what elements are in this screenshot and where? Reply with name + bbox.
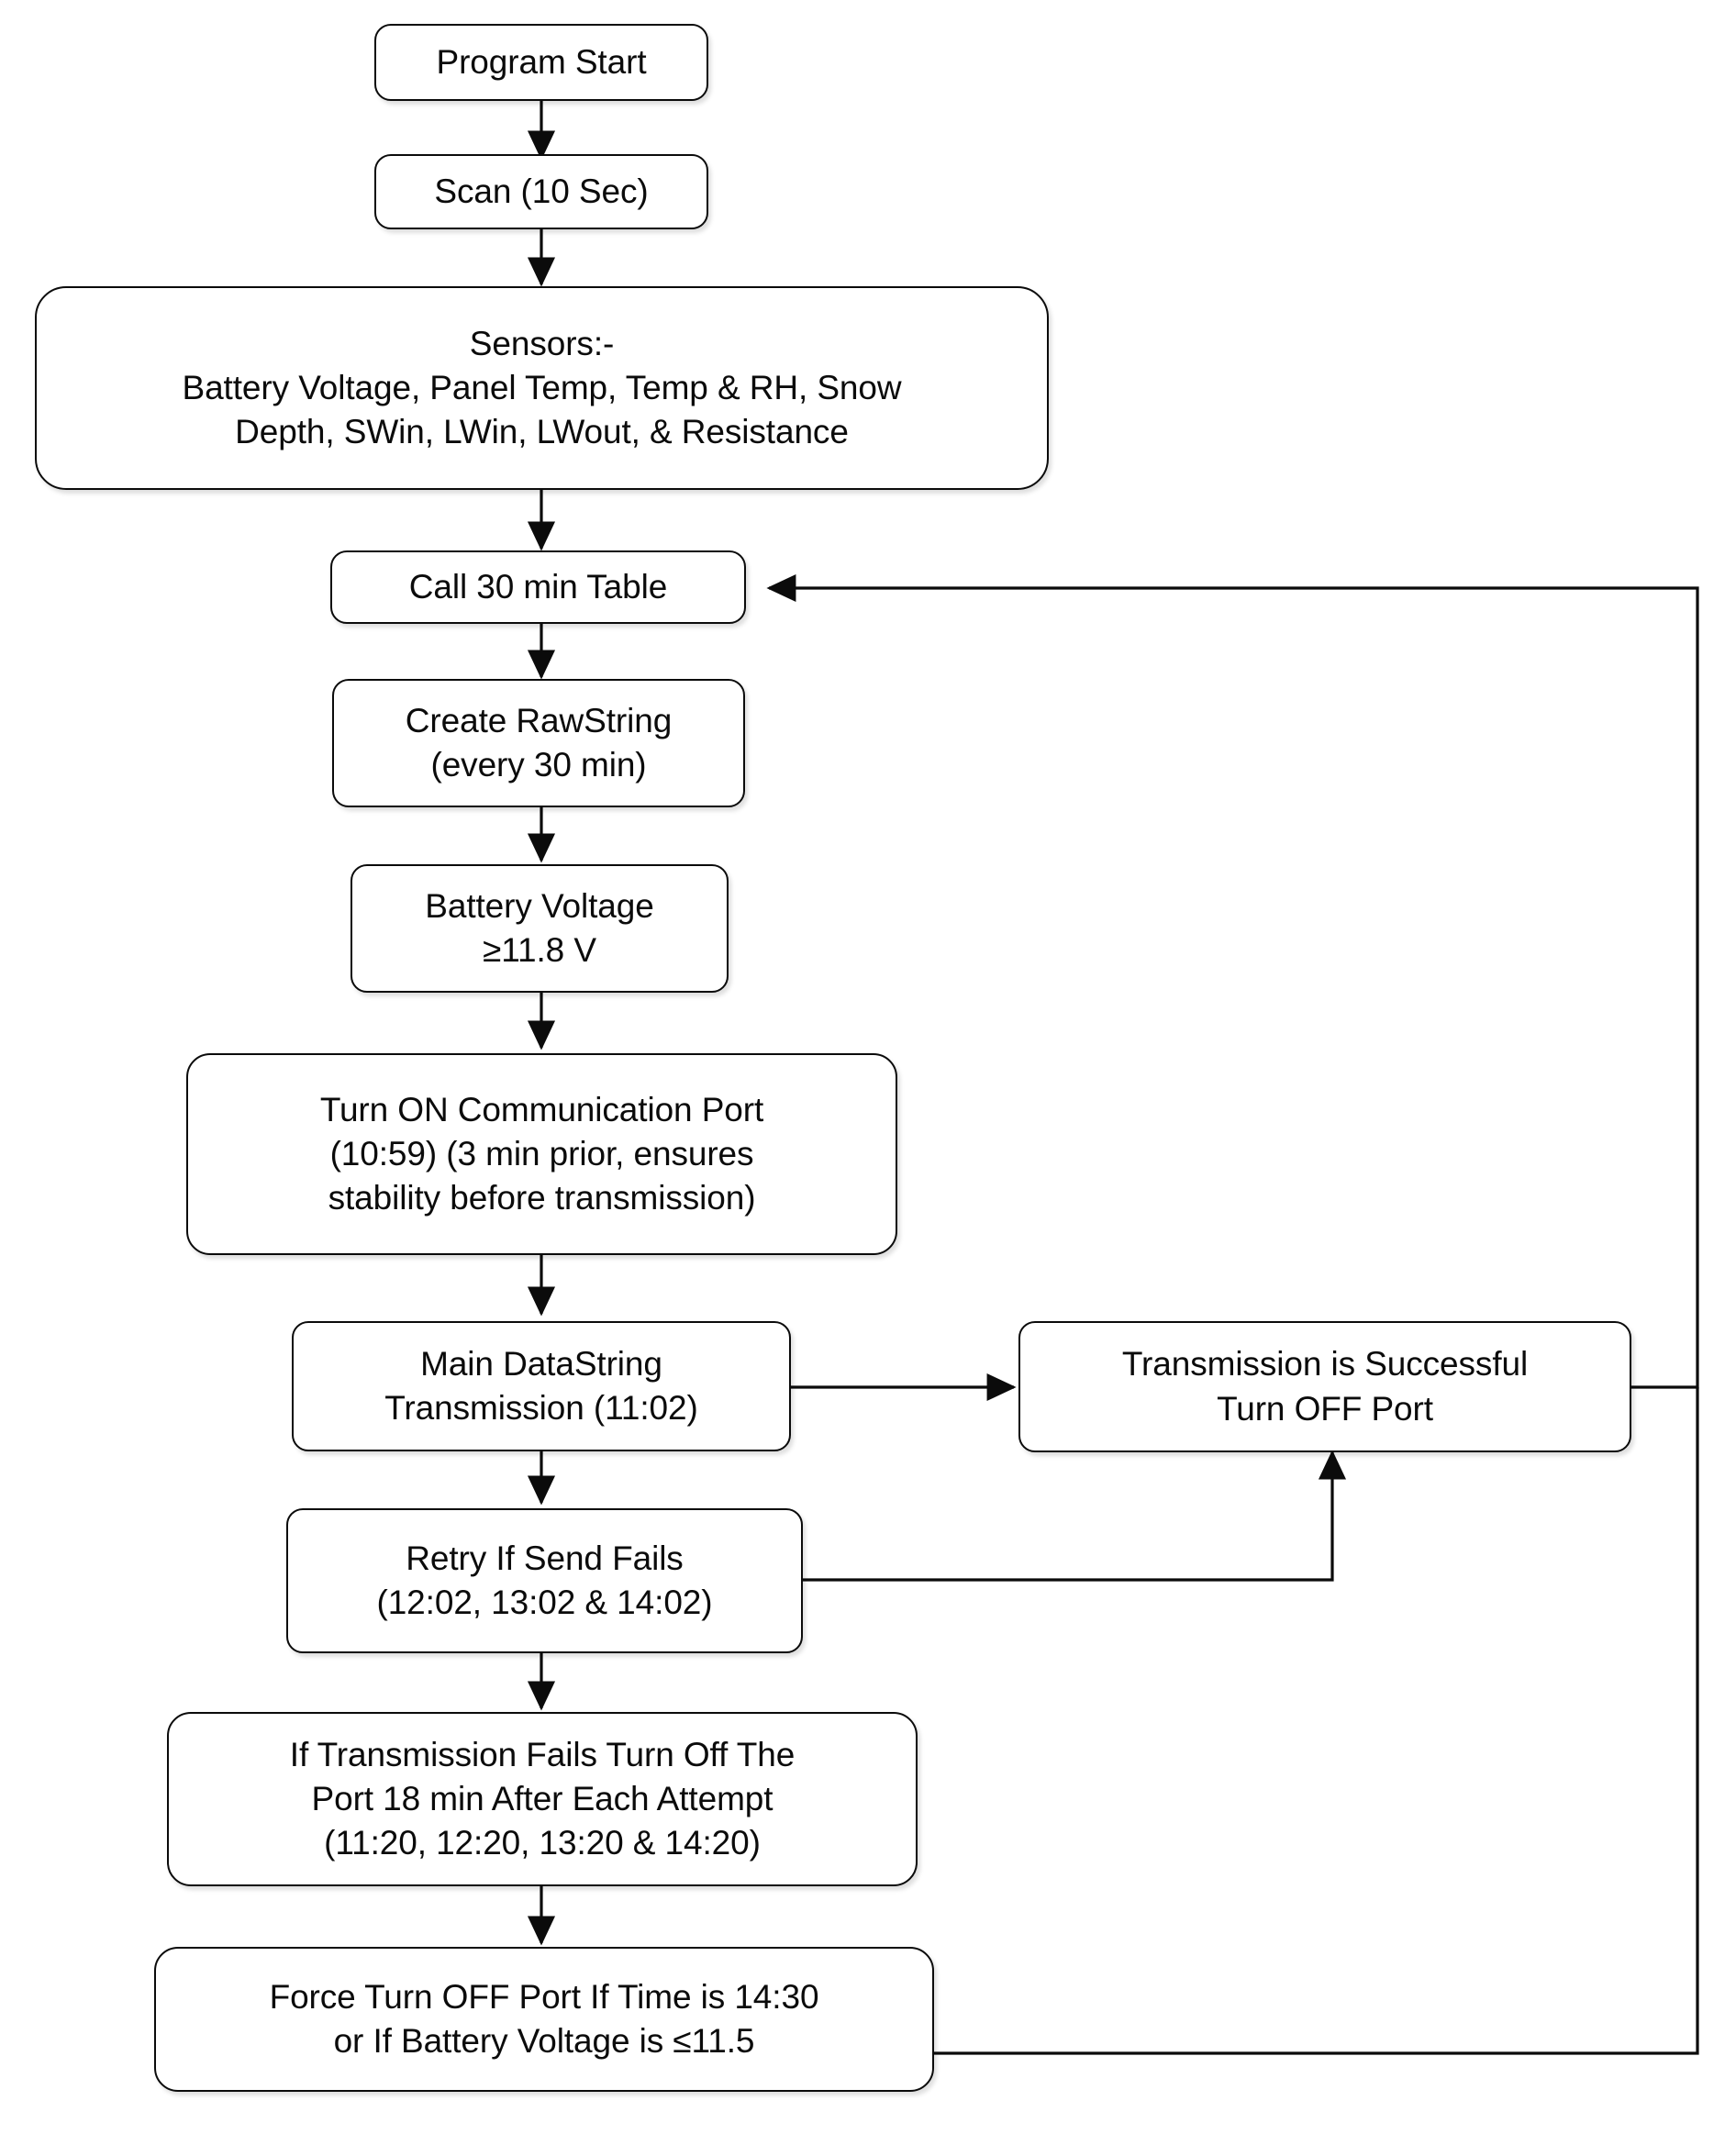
node-retry-if-send-fails[interactable]: Retry If Send Fails (12:02, 13:02 & 14:0…: [286, 1508, 803, 1653]
node-main-datastring-transmission[interactable]: Main DataString Transmission (11:02): [292, 1321, 791, 1451]
node-label: Sensors:- Battery Voltage, Panel Temp, T…: [182, 324, 902, 451]
node-label: Create RawString (every 30 min): [405, 701, 673, 784]
node-label: Battery Voltage ≥11.8 V: [425, 886, 654, 969]
node-label: Force Turn OFF Port If Time is 14:30 or …: [269, 1977, 819, 2060]
node-label: Turn ON Communication Port (10:59) (3 mi…: [319, 1090, 764, 1217]
node-label: Retry If Send Fails (12:02, 13:02 & 14:0…: [376, 1539, 713, 1621]
node-transmission-successful[interactable]: Transmission is Successful Turn OFF Port: [1018, 1321, 1631, 1452]
node-sensors[interactable]: Sensors:- Battery Voltage, Panel Temp, T…: [35, 286, 1049, 490]
node-scan[interactable]: Scan (10 Sec): [374, 154, 708, 229]
edge-success-loop-back-to-call-table: [766, 573, 1699, 1389]
node-label: Program Start: [436, 42, 647, 81]
edge-force-off-loop-join: [934, 1387, 1699, 2055]
node-label: Main DataString Transmission (11:02): [384, 1344, 698, 1427]
node-force-turn-off-port[interactable]: Force Turn OFF Port If Time is 14:30 or …: [154, 1947, 934, 2092]
node-program-start[interactable]: Program Start: [374, 24, 708, 101]
node-label: Transmission is Successful Turn OFF Port: [1121, 1345, 1529, 1428]
node-battery-voltage[interactable]: Battery Voltage ≥11.8 V: [351, 864, 729, 993]
node-label: Scan (10 Sec): [434, 172, 649, 210]
edge-retry-to-success: [803, 1450, 1347, 1582]
node-call-30-min-table[interactable]: Call 30 min Table: [330, 550, 746, 624]
node-label: Call 30 min Table: [408, 567, 668, 606]
node-label: If Transmission Fails Turn Off The Port …: [289, 1735, 796, 1862]
node-turn-on-communication-port[interactable]: Turn ON Communication Port (10:59) (3 mi…: [186, 1053, 897, 1255]
node-create-rawstring[interactable]: Create RawString (every 30 min): [332, 679, 745, 807]
node-if-transmission-fails[interactable]: If Transmission Fails Turn Off The Port …: [167, 1712, 918, 1886]
